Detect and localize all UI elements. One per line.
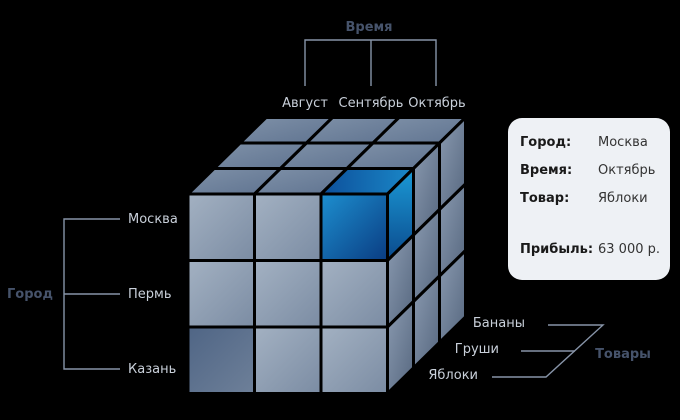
card-row-goods: Товар: Яблоки bbox=[520, 191, 648, 206]
goods-axis-title: Товары bbox=[595, 347, 651, 362]
card-goods-value: Яблоки bbox=[598, 191, 648, 206]
card-profit-label: Прибыль: bbox=[520, 242, 594, 257]
time-axis-title: Время bbox=[345, 20, 392, 35]
card-row-city: Город: Москва bbox=[520, 135, 648, 150]
goods-item-apples: Яблоки bbox=[428, 368, 478, 383]
card-time-label: Время: bbox=[520, 163, 573, 178]
cube-front-cell bbox=[319, 325, 389, 395]
cell-info-card: Город:Москва Время:Октябрь Товар:Яблоки … bbox=[508, 118, 670, 280]
card-row-profit: Прибыль: 63 000 р. bbox=[520, 242, 660, 257]
cube-front-cell bbox=[253, 259, 323, 329]
cube bbox=[186, 116, 467, 395]
goods-item-bananas: Бананы bbox=[473, 316, 525, 331]
cube-front-cell bbox=[186, 192, 256, 262]
card-row-time: Время: Октябрь bbox=[520, 163, 655, 178]
goods-item-pears: Груши bbox=[455, 342, 499, 357]
city-item-moscow: Москва bbox=[128, 212, 178, 227]
city-item-perm: Пермь bbox=[128, 287, 172, 302]
cube-front-cell bbox=[253, 192, 323, 262]
goods-axis-bracket bbox=[492, 324, 605, 378]
cube-front-cell bbox=[253, 325, 323, 395]
card-city-value: Москва bbox=[598, 135, 648, 150]
cube-side-cell bbox=[438, 249, 467, 344]
card-profit-value: 63 000 р. bbox=[598, 242, 661, 257]
time-item-september: Сентябрь bbox=[339, 96, 404, 111]
time-item-october: Октябрь bbox=[408, 96, 465, 111]
cube-front-cell bbox=[186, 259, 256, 329]
time-axis-bracket bbox=[304, 39, 437, 86]
city-axis-title: Город bbox=[7, 287, 53, 302]
cube-front-cell bbox=[186, 325, 256, 395]
time-item-august: Август bbox=[282, 96, 328, 111]
cube-front-cell bbox=[319, 259, 389, 329]
city-axis-bracket bbox=[63, 218, 120, 370]
card-city-label: Город: bbox=[520, 135, 572, 150]
card-time-value: Октябрь bbox=[598, 163, 656, 178]
city-item-kazan: Казань bbox=[128, 362, 176, 377]
highlighted-cell bbox=[319, 192, 389, 262]
card-goods-label: Товар: bbox=[520, 191, 570, 206]
